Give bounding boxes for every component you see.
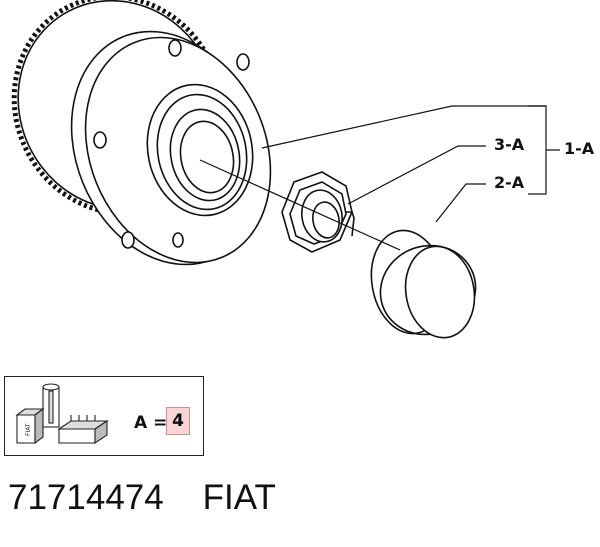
callout-label-1a: 1-A [564,139,595,158]
quantity-label: A = [134,413,168,433]
leader-line-3a [347,145,486,205]
hub-bearing-bore [146,83,254,217]
brand-name: FIAT [202,478,276,517]
leader-line-2a [435,183,486,223]
fiat-parts-package-icon: FIAT [15,383,109,445]
quantity-panel: FIAT A = 4 [4,376,204,456]
dust-cap [370,229,477,339]
package-icon-brand: FIAT [25,423,32,436]
hub-nut [281,171,355,253]
leader-line-1a [261,105,546,149]
exploded-hub-diagram [11,0,560,339]
quantity-value: 4 [166,407,190,435]
part-number: 71714474 [8,478,164,517]
bracket-1a [528,105,560,195]
callout-label-3a: 3-A [494,135,525,154]
assembly-axis-line [199,159,401,251]
callout-label-2a: 2-A [494,173,525,192]
part-footer: 71714474 FIAT [8,478,276,518]
